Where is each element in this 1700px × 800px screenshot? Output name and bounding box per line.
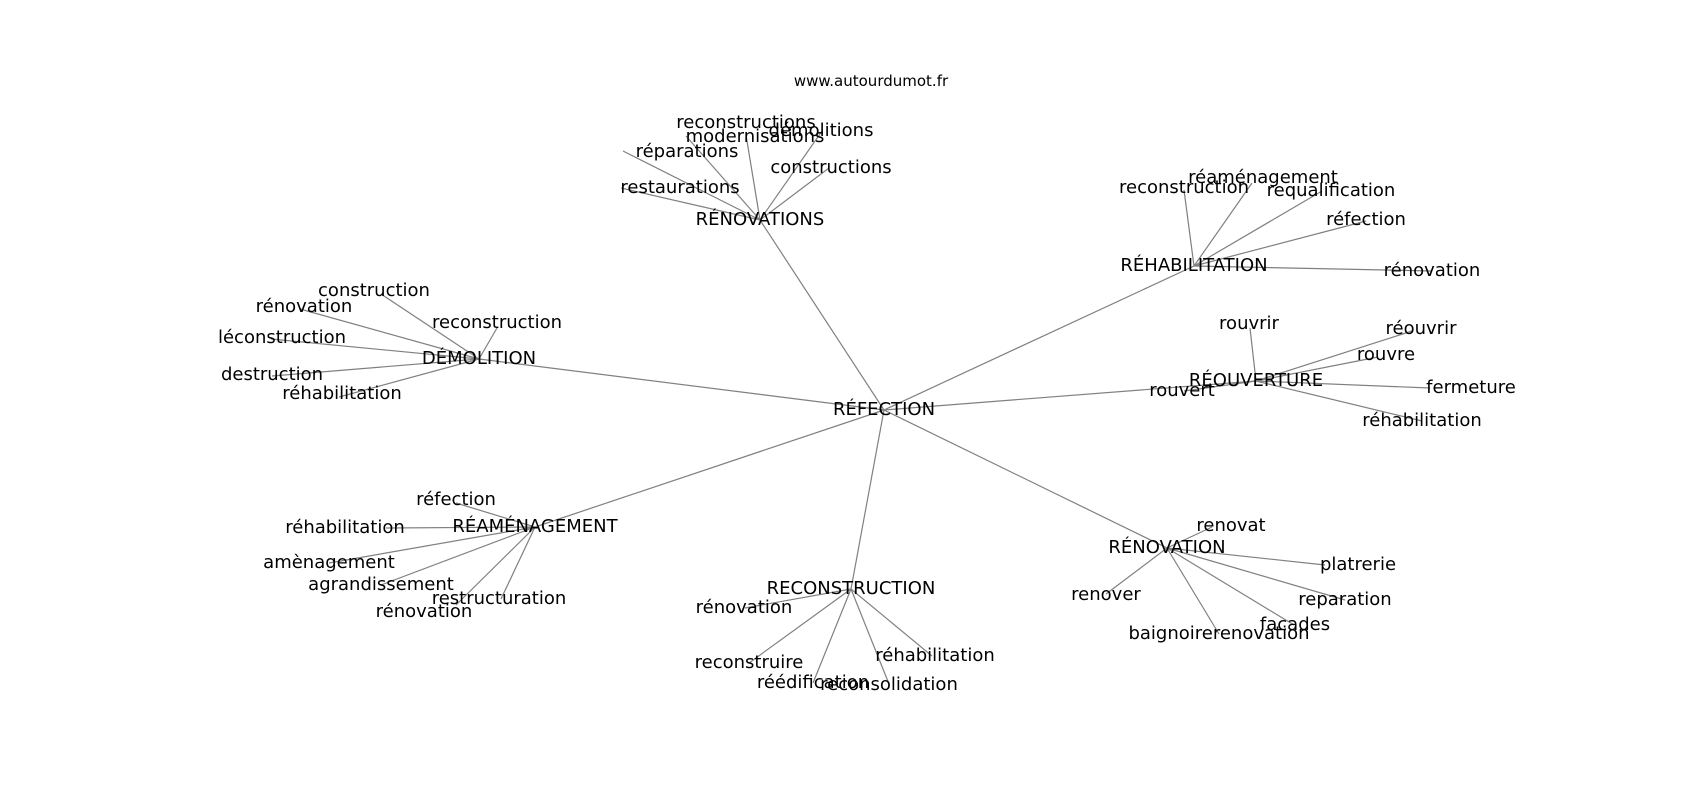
edge-rehabilitation-leaf-4 — [1193, 265, 1433, 272]
edge-reouverture-leaf-5 — [1255, 380, 1423, 422]
node-leaf-reamenagement[interactable]: agrandissement — [308, 574, 454, 595]
node-leaf-reconstruction[interactable]: rénovation — [696, 597, 793, 618]
node-leaf-reamenagement[interactable]: rénovation — [376, 601, 473, 622]
edge-rehabilitation-leaf-0 — [1193, 182, 1253, 267]
node-leaf-rehabilitation[interactable]: reconstruction — [1119, 177, 1249, 198]
edge-reouverture-leaf-1 — [1255, 330, 1413, 382]
edge-renovations-leaf-0 — [745, 134, 761, 221]
node-leaf-demolition[interactable]: destruction — [221, 364, 323, 385]
edge-reconstruction-leaf-0 — [744, 588, 852, 609]
node-leaf-renovations[interactable]: démolitions — [769, 120, 874, 141]
node-leaf-renovation[interactable]: baignoirerenovation — [1128, 623, 1309, 644]
node-leaf-reouverture[interactable]: rouvert — [1149, 380, 1215, 401]
edge-reconstruction-leaf-3 — [812, 588, 852, 684]
node-leaf-renovation[interactable]: renover — [1071, 584, 1141, 605]
edge-renovations-leaf-2 — [759, 130, 823, 221]
node-leaf-reouverture[interactable]: réouvrir — [1386, 318, 1458, 339]
node-leaf-demolition[interactable]: réhabilitation — [282, 383, 402, 404]
node-leaf-renovation[interactable]: reparation — [1298, 589, 1391, 610]
edge-renovations-leaf-4 — [759, 167, 830, 221]
node-leaf-rehabilitation[interactable]: réfection — [1326, 209, 1406, 230]
node-leaf-reouverture[interactable]: réhabilitation — [1362, 410, 1482, 431]
edge-renovation-leaf-1 — [1166, 547, 1326, 566]
node-hub-renovations[interactable]: RÉNOVATIONS — [696, 208, 825, 230]
edge-reamenagement-leaf-1 — [385, 526, 536, 529]
edge-demolition-leaf-3 — [270, 338, 480, 360]
edge-rehabilitation-leaf-1 — [1183, 189, 1195, 267]
edge-center-renovation — [883, 409, 1168, 549]
node-leaf-reconstruction[interactable]: reconstruire — [695, 652, 804, 673]
edge-center-reconstruction — [850, 409, 885, 590]
node-leaf-rehabilitation[interactable]: rénovation — [1384, 260, 1481, 281]
node-leaf-reouverture[interactable]: rouvrir — [1219, 313, 1279, 334]
node-leaf-reconstruction[interactable]: réhabilitation — [875, 645, 995, 666]
node-leaf-renovations[interactable]: constructions — [770, 157, 891, 178]
site-url: www.autourdumot.fr — [793, 72, 949, 90]
node-leaf-demolition[interactable]: construction — [318, 280, 430, 301]
edge-renovations-leaf-3 — [622, 150, 761, 221]
edge-reamenagement-leaf-5 — [455, 526, 536, 606]
node-hub-demolition[interactable]: DÉMOLITION — [422, 347, 536, 369]
edge-demolition-leaf-0 — [380, 293, 480, 360]
edge-center-rehabilitation — [883, 265, 1195, 411]
node-leaf-renovation[interactable]: facades — [1260, 614, 1330, 635]
node-leaf-demolition[interactable]: léconstruction — [218, 327, 346, 348]
edge-demolition-leaf-1 — [299, 308, 480, 360]
node-leaf-rehabilitation[interactable]: réaménagement — [1188, 167, 1338, 188]
edge-reconstruction-leaf-1 — [748, 588, 852, 664]
node-leaf-demolition[interactable]: reconstruction — [432, 312, 562, 333]
edge-center-reouverture — [883, 380, 1257, 411]
node-leaf-demolition[interactable]: rénovation — [256, 296, 353, 317]
node-center[interactable]: RÉFECTION — [833, 398, 935, 420]
edge-renovations-leaf-5 — [620, 187, 761, 221]
edge-renovation-leaf-3 — [1166, 547, 1346, 601]
node-leaf-reouverture[interactable]: fermeture — [1426, 377, 1516, 398]
edge-reamenagement-leaf-0 — [455, 502, 536, 528]
node-hub-rehabilitation[interactable]: RÉHABILITATION — [1120, 254, 1267, 276]
edge-reouverture-leaf-4 — [1183, 380, 1257, 392]
node-hub-renovation[interactable]: RÉNOVATION — [1108, 536, 1225, 558]
edge-reconstruction-leaf-4 — [850, 588, 890, 685]
edge-rehabilitation-leaf-2 — [1193, 190, 1323, 267]
node-leaf-reouverture[interactable]: rouvre — [1357, 344, 1415, 365]
edge-renovations-leaf-1 — [685, 135, 761, 221]
edge-reouverture-leaf-0 — [1249, 327, 1257, 382]
node-leaf-renovations[interactable]: réparations — [636, 141, 739, 162]
edge-reouverture-leaf-2 — [1255, 356, 1379, 382]
edge-center-renovations — [759, 219, 885, 411]
edge-renovation-leaf-5 — [1166, 547, 1220, 635]
edge-renovation-leaf-0 — [1166, 526, 1213, 549]
node-leaf-rehabilitation[interactable]: requalification — [1267, 180, 1396, 201]
node-leaf-renovation[interactable]: renovat — [1196, 515, 1265, 536]
edge-renovation-leaf-2 — [1105, 547, 1168, 595]
edge-demolition-leaf-5 — [338, 358, 480, 398]
edge-reamenagement-leaf-4 — [500, 526, 536, 600]
edge-renovation-leaf-4 — [1166, 547, 1295, 626]
edge-center-reamenagement — [534, 409, 885, 528]
node-leaf-reconstruction[interactable]: reconsolidation — [820, 674, 958, 695]
edge-demolition-leaf-2 — [478, 327, 498, 360]
node-leaf-renovations[interactable]: modernisations — [686, 126, 825, 147]
node-hub-reouverture[interactable]: RÉOUVERTURE — [1189, 369, 1323, 391]
edge-rehabilitation-leaf-3 — [1193, 220, 1367, 267]
edge-center-demolition — [478, 358, 885, 411]
node-leaf-renovation[interactable]: platrerie — [1320, 554, 1396, 575]
node-hub-reconstruction[interactable]: RECONSTRUCTION — [767, 578, 936, 599]
edge-reouverture-leaf-3 — [1255, 380, 1431, 389]
edge-demolition-leaf-4 — [271, 358, 480, 377]
edge-reconstruction-leaf-2 — [850, 588, 933, 657]
node-leaf-renovations[interactable]: reconstructions — [676, 112, 815, 133]
edge-reamenagement-leaf-3 — [380, 526, 536, 586]
node-leaf-reamenagement[interactable]: amènagement — [263, 552, 395, 573]
node-leaf-reamenagement[interactable]: réhabilitation — [285, 517, 405, 538]
node-leaf-reamenagement[interactable]: réfection — [416, 489, 496, 510]
node-leaf-renovations[interactable]: restaurations — [620, 177, 739, 198]
node-hub-reamenagement[interactable]: RÉAMÉNAGEMENT — [452, 515, 618, 537]
node-leaf-reamenagement[interactable]: restructuration — [432, 588, 567, 609]
node-leaf-reconstruction[interactable]: réédification — [757, 672, 869, 693]
edge-reamenagement-leaf-2 — [328, 526, 536, 564]
